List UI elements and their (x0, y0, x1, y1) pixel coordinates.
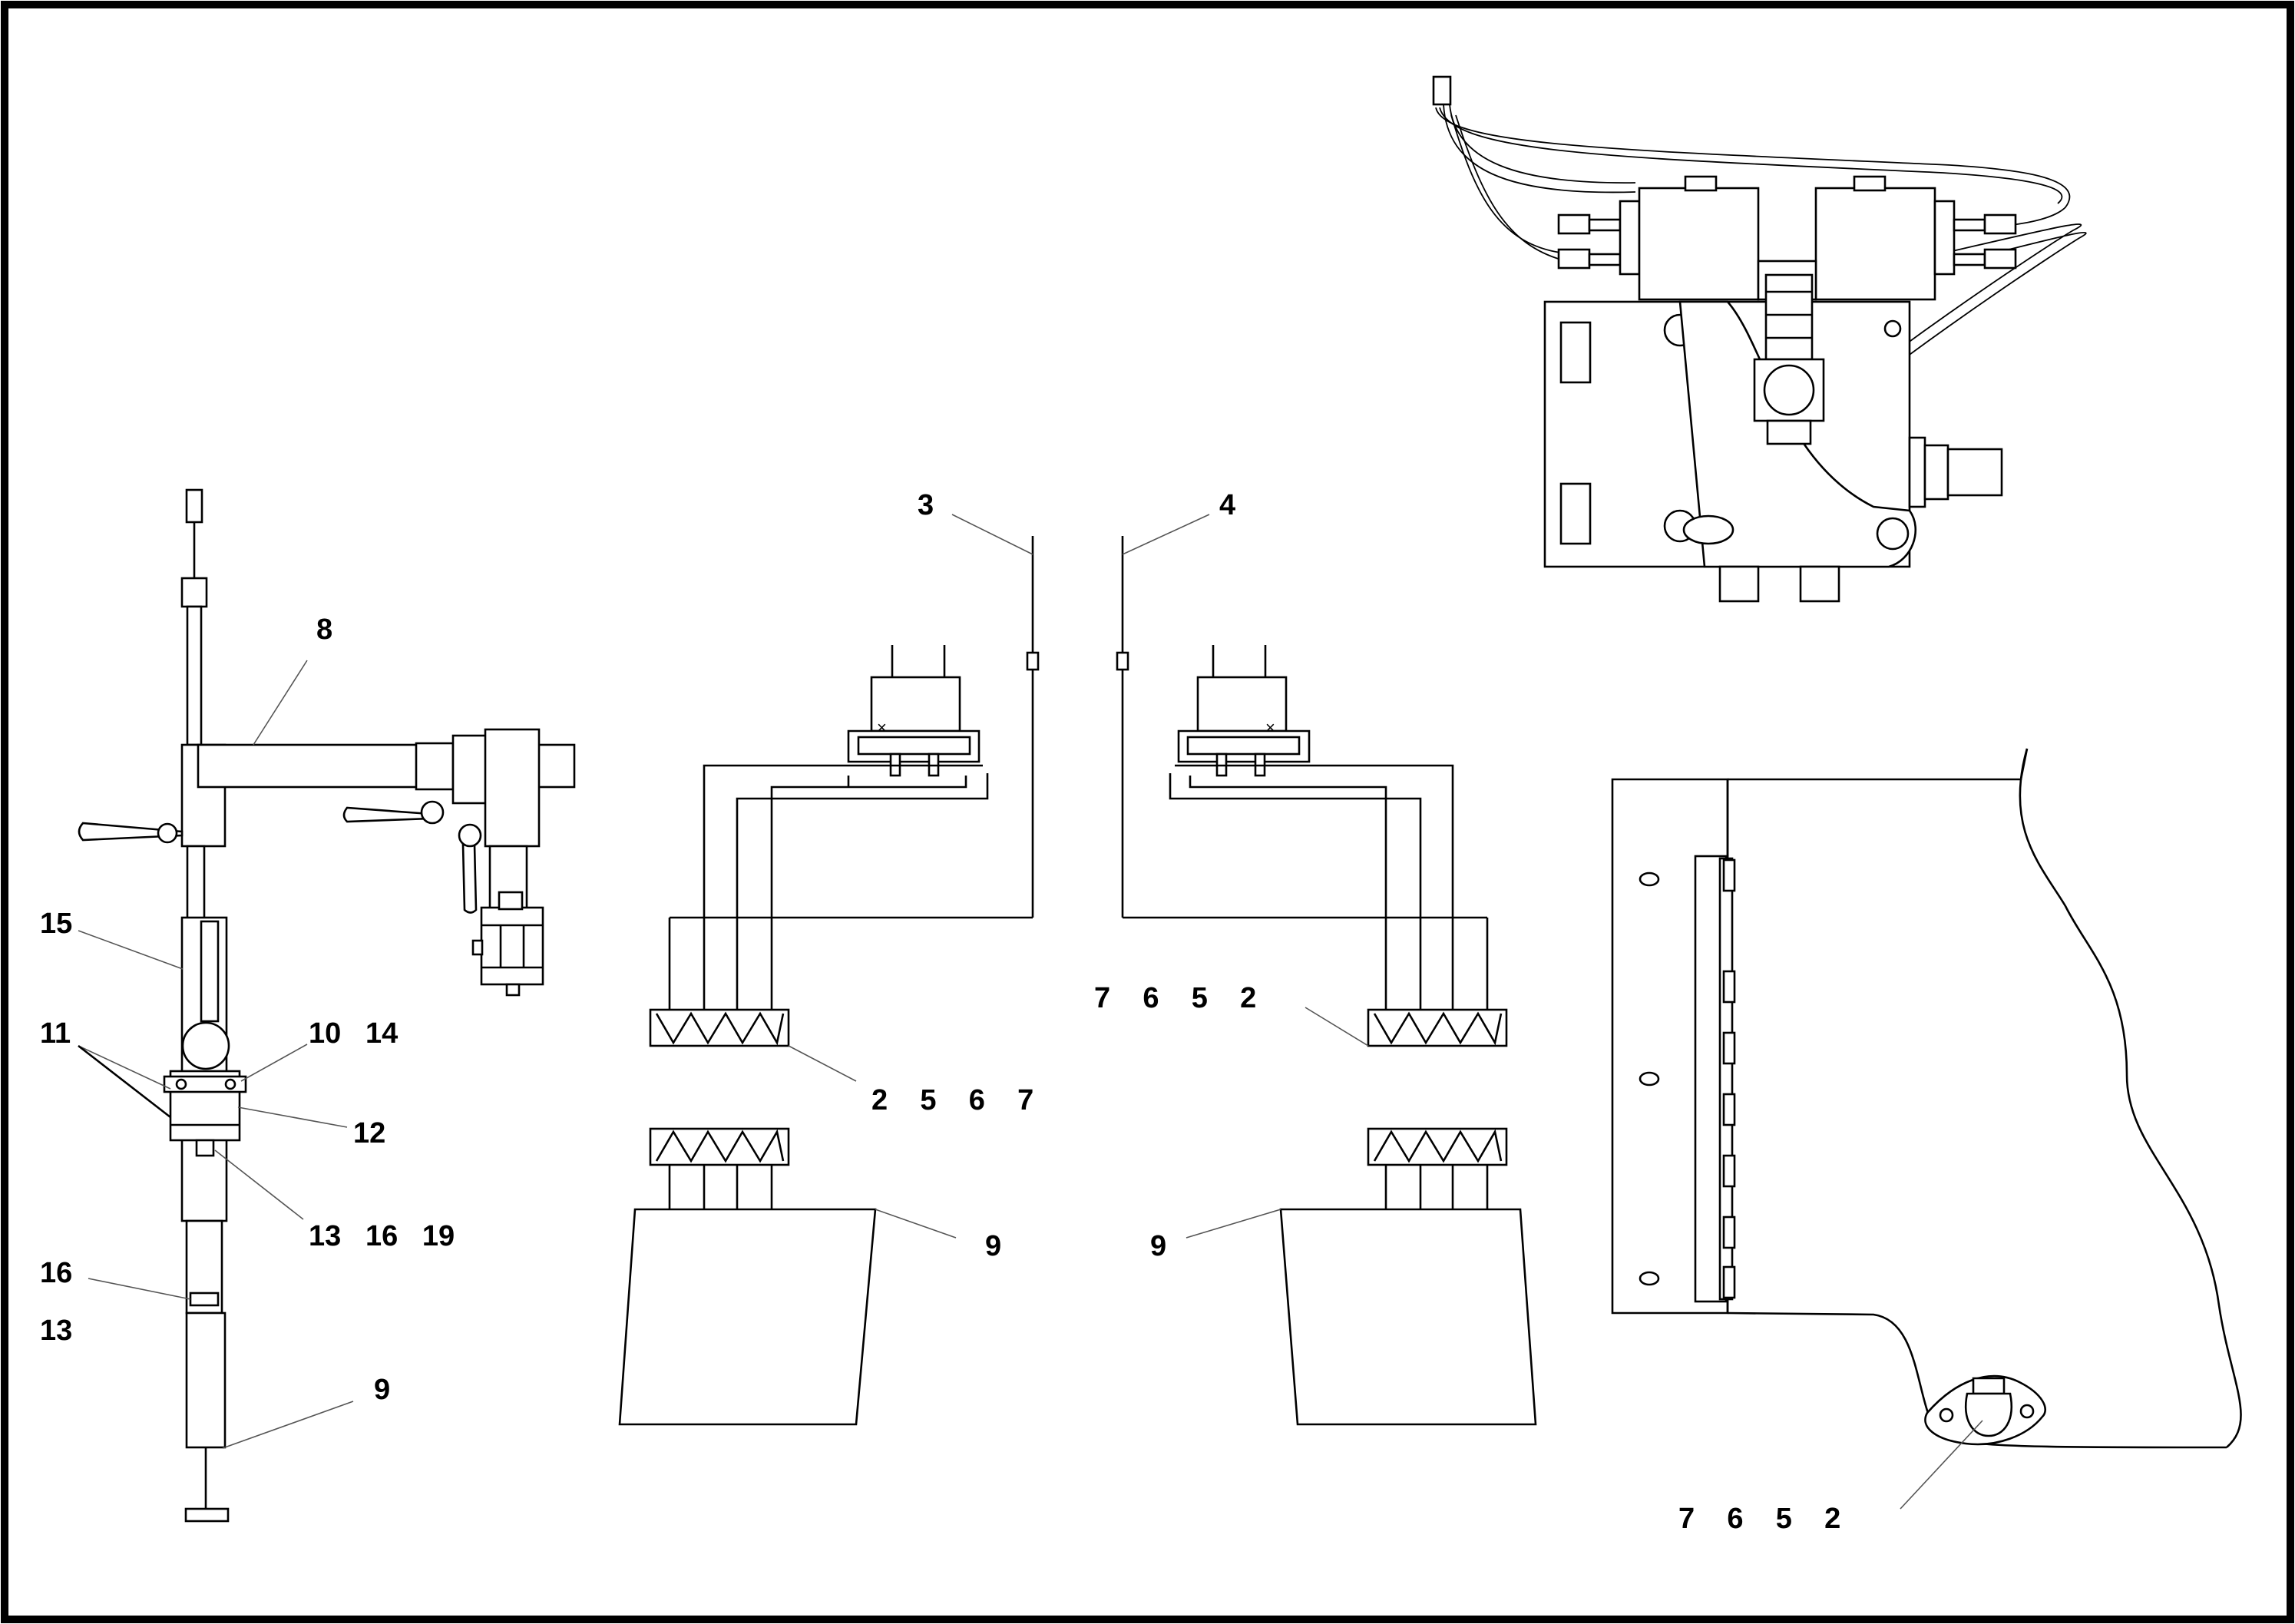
callout-9-mid-right: 9 (1150, 1230, 1166, 1262)
left-pole-assembly (78, 488, 576, 1523)
callout-16: 16 (40, 1257, 72, 1289)
callout-3: 3 (918, 489, 934, 521)
callout-7-6-5-2-mid: 7 6 5 2 (1094, 982, 1256, 1014)
middle-leader-lines (788, 514, 1369, 1239)
left-leader-lines (78, 660, 354, 1449)
callout-9-left: 9 (374, 1374, 390, 1406)
callout-4: 4 (1219, 489, 1235, 521)
callout-12: 12 (353, 1117, 385, 1149)
callout-13: 13 (40, 1315, 72, 1347)
svg-text:×: × (877, 718, 887, 737)
callout-labels: 8 15 11 10 14 12 13 16 19 16 13 9 3 4 2 … (40, 489, 1840, 1535)
callout-10-14: 10 14 (309, 1017, 398, 1050)
middle-left-assembly: × (618, 536, 1040, 1426)
callout-15: 15 (40, 908, 72, 940)
svg-text:×: × (1265, 718, 1275, 737)
callout-11: 11 (40, 1017, 71, 1050)
callout-2-5-6-7: 2 5 6 7 (871, 1084, 1033, 1116)
valve-block-assembly (1432, 75, 2087, 603)
callout-9-mid-left: 9 (985, 1230, 1001, 1262)
hinged-panel-assembly (1611, 748, 2242, 1510)
middle-right-assembly: × (1116, 536, 1537, 1426)
callout-8: 8 (316, 614, 332, 646)
callout-7-6-5-2-right: 7 6 5 2 (1678, 1503, 1840, 1535)
callout-13-16-19: 13 16 19 (309, 1220, 455, 1252)
